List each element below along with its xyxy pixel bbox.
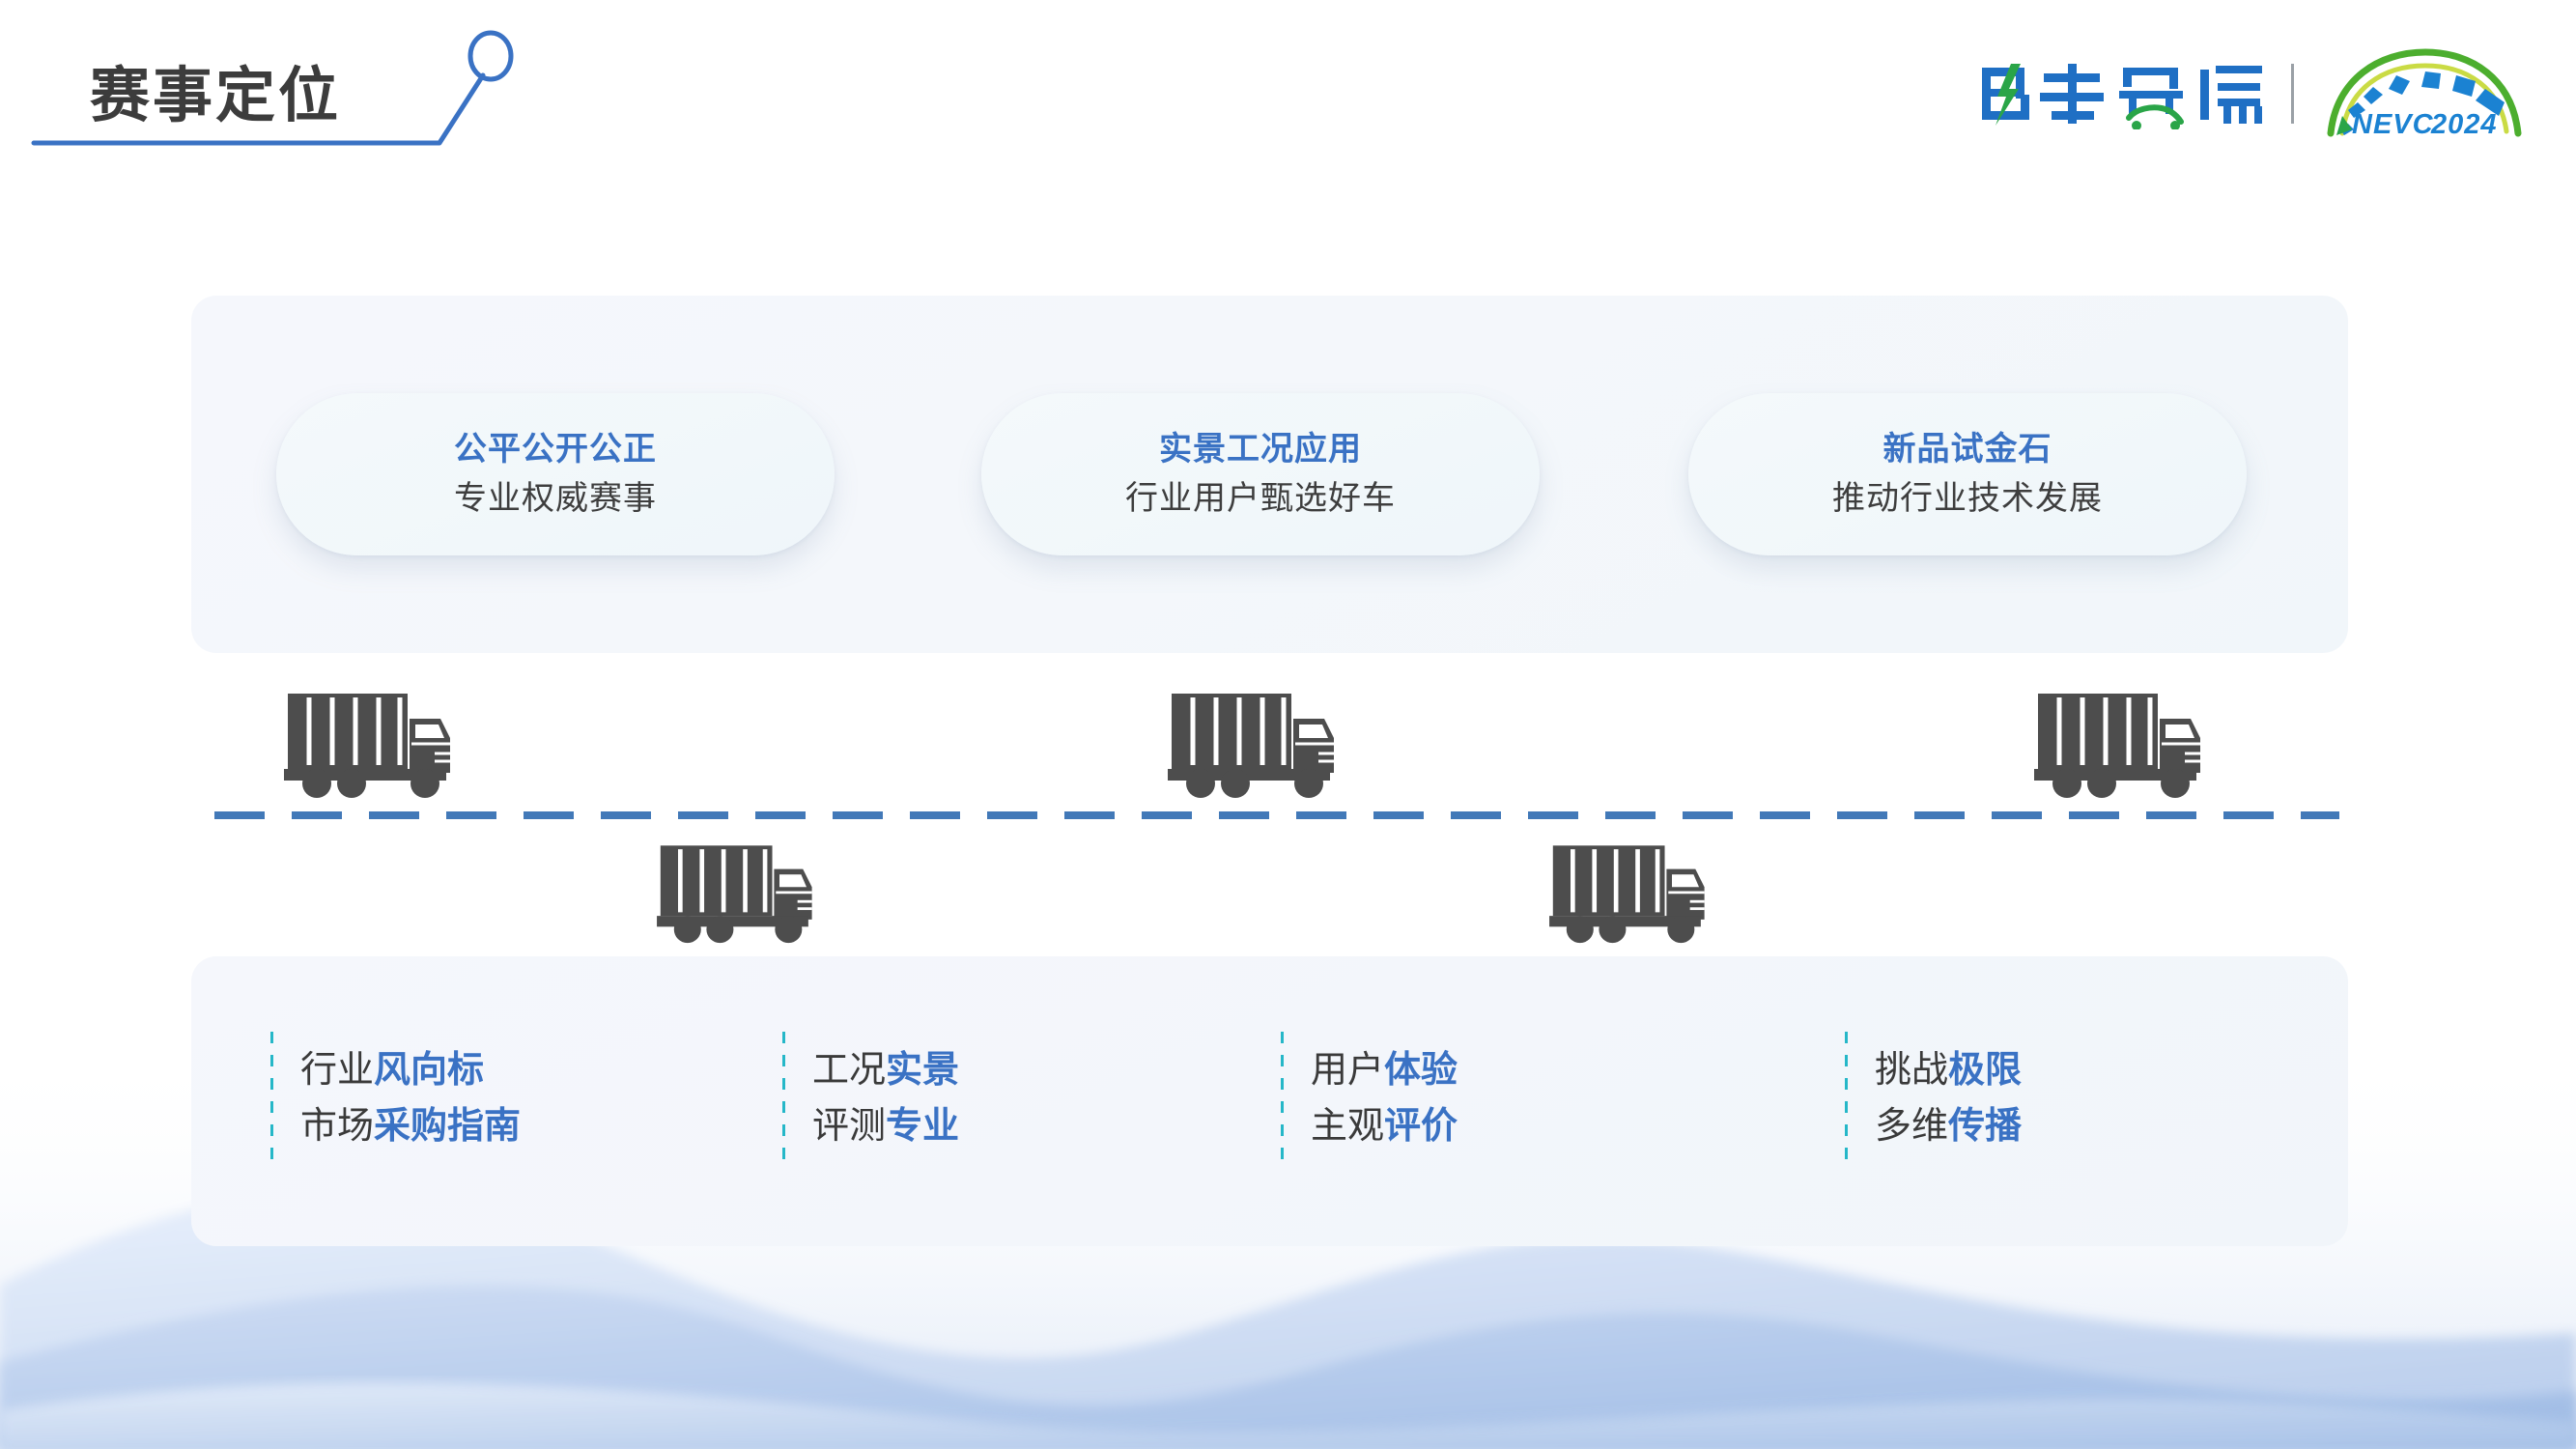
- feature-line-plain: 市场: [300, 1106, 375, 1147]
- title-decoration-line-icon: [31, 30, 514, 146]
- feature-line: 工况实景: [812, 1050, 959, 1093]
- road-illustration: [0, 667, 2576, 956]
- feature-line-accent: 体验: [1384, 1050, 1458, 1092]
- feature-line: 行业风向标: [300, 1050, 521, 1093]
- positioning-card[interactable]: 新品试金石 推动行业技术发展: [1688, 393, 2247, 555]
- feature-line-plain: 挑战: [1875, 1050, 1949, 1092]
- feature-line: 用户体验: [1311, 1050, 1458, 1093]
- card-title: 实景工况应用: [1159, 430, 1362, 468]
- feature-lines: 用户体验 主观评价: [1311, 1032, 1458, 1167]
- svg-text:2024: 2024: [2430, 109, 2498, 140]
- feature-line-plain: 行业: [300, 1050, 375, 1092]
- dashed-divider-icon: [1281, 1032, 1284, 1167]
- feature-line-plain: 工况: [812, 1050, 887, 1092]
- card-subtitle: 专业权威赛事: [454, 480, 657, 518]
- dump-truck-icon: [284, 694, 450, 798]
- positioning-card[interactable]: 公平公开公正 专业权威赛事: [276, 393, 835, 555]
- positioning-cards-panel: 公平公开公正 专业权威赛事 实景工况应用 行业用户甄选好车 新品试金石 推动行业…: [191, 296, 2348, 653]
- feature-lines: 工况实景 评测专业: [812, 1032, 959, 1167]
- brand-bar: NEVC 2024: [1976, 46, 2530, 141]
- feature-group: 用户体验 主观评价: [1281, 1032, 1458, 1167]
- feature-line-plain: 用户: [1311, 1050, 1385, 1092]
- feature-line-plain: 评测: [812, 1106, 887, 1147]
- page-title: 赛事定位: [90, 63, 342, 129]
- card-title: 公平公开公正: [454, 430, 657, 468]
- dump-truck-icon: [2034, 694, 2200, 798]
- feature-line-accent: 专业: [886, 1106, 960, 1147]
- features-panel: 行业风向标 市场采购指南 工况实景 评测专业 用: [191, 956, 2348, 1246]
- feature-lines: 挑战极限 多维传播: [1875, 1032, 2022, 1167]
- dashed-divider-icon: [782, 1032, 785, 1167]
- feature-line-plain: 主观: [1311, 1106, 1385, 1147]
- feature-line-accent: 实景: [886, 1050, 960, 1092]
- brand-separator: [2291, 64, 2294, 124]
- feature-line-plain: 多维: [1875, 1106, 1949, 1147]
- cards-row: 公平公开公正 专业权威赛事 实景工况应用 行业用户甄选好车 新品试金石 推动行业…: [191, 296, 2348, 653]
- feature-line-accent: 采购指南: [374, 1106, 522, 1147]
- card-subtitle: 行业用户甄选好车: [1125, 480, 1396, 518]
- feature-line: 市场采购指南: [300, 1106, 521, 1149]
- feature-line: 多维传播: [1875, 1106, 2022, 1149]
- dianche-ziyuan-logo: [1982, 64, 2262, 129]
- title-block: 赛事定位: [0, 0, 599, 174]
- feature-group: 挑战极限 多维传播: [1845, 1032, 2022, 1167]
- feature-line: 挑战极限: [1875, 1050, 2022, 1093]
- feature-line: 主观评价: [1311, 1106, 1458, 1149]
- positioning-card[interactable]: 实景工况应用 行业用户甄选好车: [981, 393, 1540, 555]
- feature-line: 评测专业: [812, 1106, 959, 1149]
- nevc-2024-logo: NEVC 2024: [2327, 48, 2522, 140]
- feature-lines: 行业风向标 市场采购指南: [300, 1032, 521, 1167]
- card-subtitle: 推动行业技术发展: [1832, 480, 2103, 518]
- feature-line-accent: 传播: [1948, 1106, 2023, 1147]
- dump-truck-icon: [1549, 845, 1705, 944]
- svg-text:NEVC: NEVC: [2352, 109, 2434, 140]
- feature-line-accent: 风向标: [374, 1050, 485, 1092]
- feature-line-accent: 极限: [1948, 1050, 2023, 1092]
- dump-truck-icon: [1168, 694, 1334, 798]
- feature-line-accent: 评价: [1384, 1106, 1458, 1147]
- dashed-divider-icon: [270, 1032, 273, 1167]
- dashed-road-line-icon: [214, 811, 2339, 819]
- dashed-divider-icon: [1845, 1032, 1848, 1167]
- feature-group: 工况实景 评测专业: [782, 1032, 959, 1167]
- card-title: 新品试金石: [1882, 430, 2052, 468]
- dump-truck-icon: [657, 845, 812, 944]
- feature-group: 行业风向标 市场采购指南: [270, 1032, 521, 1167]
